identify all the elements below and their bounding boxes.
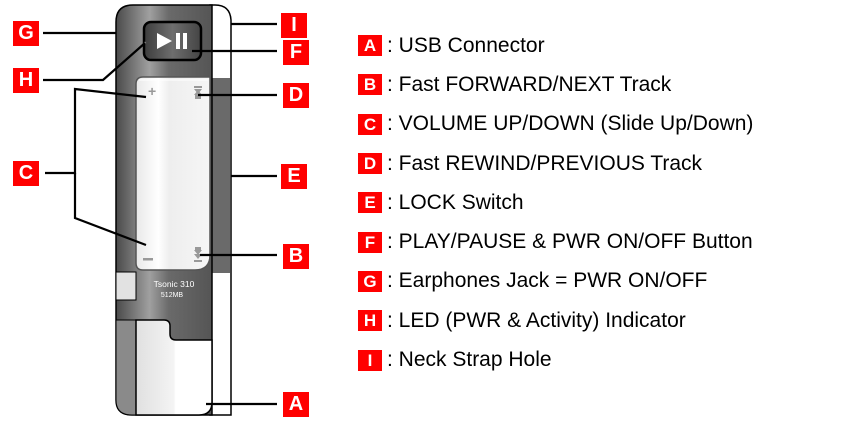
legend-item-b: B : Fast FORWARD/NEXT Track (358, 65, 753, 104)
legend-item-e: E : LOCK Switch (358, 183, 753, 222)
legend-text: : Fast REWIND/PREVIOUS Track (387, 152, 702, 176)
model-capacity: 512MB (161, 292, 184, 299)
legend-badge: B (358, 74, 382, 95)
legend-badge: A (358, 35, 382, 56)
legend-item-g: G : Earphones Jack = PWR ON/OFF (358, 262, 753, 301)
legend-text: : VOLUME UP/DOWN (Slide Up/Down) (387, 112, 753, 136)
model-name: Tsonic 310 (154, 279, 195, 289)
legend-item-f: F : PLAY/PAUSE & PWR ON/OFF Button (358, 222, 753, 261)
control-panel[interactable] (136, 77, 210, 270)
legend-item-i: I : Neck Strap Hole (358, 340, 753, 379)
callout-g: G (13, 21, 39, 46)
legend: A : USB Connector B : Fast FORWARD/NEXT … (358, 26, 753, 380)
volume-up-icon[interactable]: + (148, 83, 156, 99)
legend-text: : LED (PWR & Activity) Indicator (387, 309, 686, 333)
legend-item-h: H : LED (PWR & Activity) Indicator (358, 301, 753, 340)
play-pause-button[interactable] (144, 22, 201, 60)
legend-item-d: D : Fast REWIND/PREVIOUS Track (358, 144, 753, 183)
legend-badge: C (358, 114, 382, 135)
legend-text: : Fast FORWARD/NEXT Track (387, 73, 671, 97)
callout-b: B (283, 244, 309, 269)
pause-icon (176, 33, 180, 49)
legend-text: : LOCK Switch (387, 191, 524, 215)
legend-text: : Neck Strap Hole (387, 348, 552, 372)
legend-text: : USB Connector (387, 34, 545, 58)
callout-i: I (281, 13, 307, 38)
legend-text: : PLAY/PAUSE & PWR ON/OFF Button (387, 230, 753, 254)
legend-badge: F (358, 232, 382, 253)
legend-badge: E (358, 192, 382, 213)
callout-f: F (283, 40, 309, 65)
mp3-player-diagram: + Tsonic 310 512MB (0, 0, 330, 429)
legend-badge: G (358, 271, 382, 292)
side-strip (210, 5, 231, 415)
callout-e: E (281, 164, 307, 189)
callout-c: C (13, 161, 39, 186)
callout-h: H (13, 68, 39, 93)
legend-text: : Earphones Jack = PWR ON/OFF (387, 269, 707, 293)
legend-item-c: C : VOLUME UP/DOWN (Slide Up/Down) (358, 105, 753, 144)
legend-badge: H (358, 310, 382, 331)
callout-d: D (283, 83, 309, 108)
lock-switch[interactable] (211, 78, 230, 273)
legend-item-a: A : USB Connector (358, 26, 753, 65)
callout-a: A (283, 392, 309, 417)
volume-down-icon[interactable] (143, 258, 153, 261)
legend-badge: I (358, 350, 382, 371)
legend-badge: D (358, 153, 382, 174)
